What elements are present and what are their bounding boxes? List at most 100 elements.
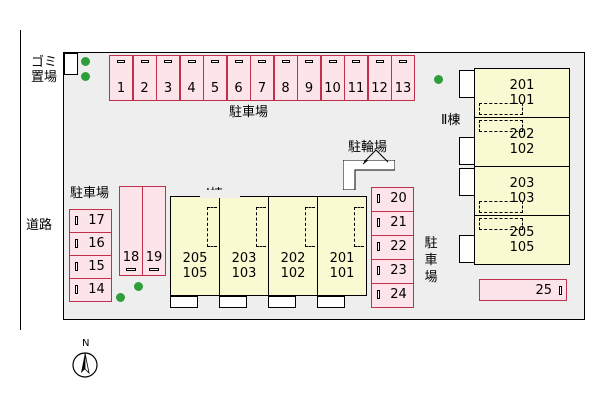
parking-space-number: 11 bbox=[347, 81, 365, 96]
parking-space-20: 20 bbox=[371, 187, 414, 212]
parking-lamp bbox=[305, 60, 313, 63]
parking-space-number: 22 bbox=[390, 239, 407, 254]
tree-icon bbox=[116, 293, 125, 302]
unit-stair-outline bbox=[479, 103, 523, 115]
parking-lamp bbox=[126, 268, 136, 271]
parking-space-25: 25 bbox=[479, 279, 567, 301]
unit-number-lower: 101 bbox=[509, 93, 535, 108]
parking-space-5: 5 bbox=[203, 55, 227, 101]
tree-icon bbox=[434, 75, 443, 84]
parking-lamp bbox=[377, 290, 380, 299]
parking-space-number: 20 bbox=[390, 191, 407, 206]
north-arrow-icon bbox=[72, 343, 102, 379]
unit-stair-outline bbox=[479, 120, 523, 132]
parking-space-12: 12 bbox=[367, 55, 392, 101]
parking-space-19: 19 bbox=[142, 186, 166, 276]
parking-space-number: 2 bbox=[140, 81, 149, 96]
tree-icon bbox=[81, 72, 90, 81]
parking-space-17: 17 bbox=[69, 209, 112, 233]
parking-space-number: 21 bbox=[390, 215, 407, 230]
unit-entrance-step bbox=[170, 296, 198, 308]
parking-space-number: 16 bbox=[88, 236, 105, 251]
parking-space-14: 14 bbox=[69, 278, 112, 302]
parking-space-number: 12 bbox=[371, 81, 388, 96]
parking-space-2: 2 bbox=[132, 55, 157, 101]
unit-number-upper: 203 bbox=[231, 250, 257, 266]
bike-parking-pointer bbox=[363, 148, 394, 168]
unit-stair-outline bbox=[207, 207, 217, 247]
unit-entrance-step bbox=[459, 235, 475, 263]
unit-stair-outline bbox=[354, 207, 364, 247]
parking-right-label-char: 車 bbox=[424, 253, 438, 268]
parking-lamp bbox=[377, 194, 380, 203]
garbage-area-box bbox=[64, 53, 78, 75]
unit-number-upper: 205 bbox=[182, 250, 208, 266]
parking-space-number: 8 bbox=[281, 81, 290, 96]
parking-space-number: 9 bbox=[304, 81, 314, 96]
parking-space-number: 17 bbox=[88, 213, 105, 228]
tree-icon bbox=[81, 57, 90, 66]
unit-stair-outline bbox=[479, 201, 523, 213]
parking-space-number: 3 bbox=[163, 81, 173, 96]
unit-number-upper: 205 bbox=[509, 225, 535, 240]
unit-number-upper: 203 bbox=[509, 176, 535, 191]
parking-right-label-char: 場 bbox=[424, 270, 438, 285]
tree-icon bbox=[134, 282, 143, 291]
parking-space-13: 13 bbox=[391, 55, 415, 101]
unit-entrance-step bbox=[268, 296, 296, 308]
building-2-label: Ⅱ棟 bbox=[441, 113, 461, 128]
garbage-area-label-1: ゴミ bbox=[31, 55, 58, 70]
parking-space-11: 11 bbox=[344, 55, 368, 101]
parking-lamp bbox=[377, 218, 380, 227]
parking-space-number: 18 bbox=[122, 250, 140, 265]
unit-entrance-step bbox=[317, 296, 345, 308]
unit-number-lower: 102 bbox=[280, 265, 306, 281]
parking-space-number: 6 bbox=[234, 81, 243, 96]
parking-lamp bbox=[140, 60, 149, 63]
parking-lamp bbox=[328, 60, 337, 63]
parking-space-number: 24 bbox=[390, 287, 407, 302]
parking-right-label-char: 駐 bbox=[424, 236, 438, 251]
unit-number-upper: 202 bbox=[509, 127, 535, 142]
parking-top-label: 駐車場 bbox=[229, 105, 269, 120]
parking-space-number: 7 bbox=[257, 81, 267, 96]
parking-lamp bbox=[164, 60, 172, 63]
unit-stair-outline bbox=[479, 218, 523, 230]
unit-entrance-step bbox=[459, 70, 475, 98]
unit-entrance-step bbox=[459, 137, 475, 165]
parking-space-24: 24 bbox=[371, 283, 414, 308]
parking-space-4: 4 bbox=[179, 55, 204, 101]
north-label: N bbox=[82, 338, 90, 349]
parking-lamp bbox=[377, 266, 380, 275]
parking-space-number: 13 bbox=[394, 81, 412, 96]
unit-number-lower: 103 bbox=[509, 191, 535, 206]
parking-lamp bbox=[234, 60, 243, 63]
parking-space-15: 15 bbox=[69, 255, 112, 279]
parking-space-number: 10 bbox=[324, 81, 341, 96]
parking-lamp bbox=[75, 285, 78, 294]
road-boundary-line bbox=[20, 30, 21, 330]
unit-entrance-step bbox=[459, 168, 475, 196]
unit-number-lower: 105 bbox=[509, 240, 535, 255]
parking-lamp bbox=[187, 60, 196, 63]
parking-lamp bbox=[375, 60, 384, 63]
unit-number-lower: 103 bbox=[231, 265, 257, 281]
parking-lamp bbox=[75, 239, 78, 248]
road-label: 道路 bbox=[26, 218, 53, 233]
parking-space-number: 5 bbox=[210, 81, 220, 96]
